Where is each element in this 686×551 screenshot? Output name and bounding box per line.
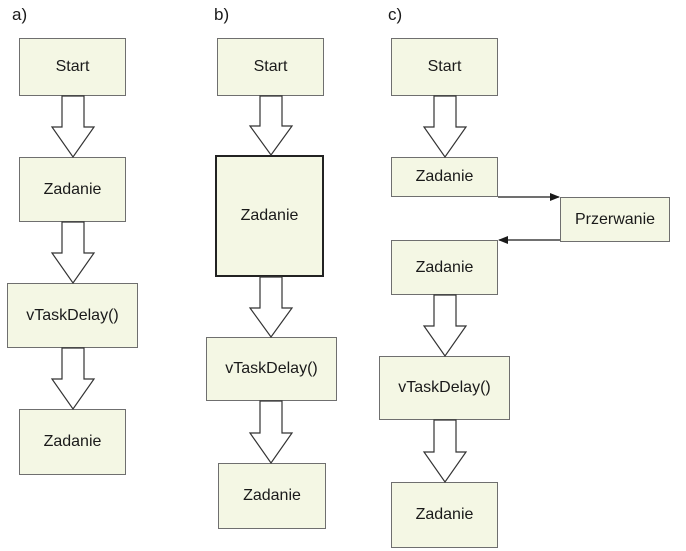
panel-b-label: b) xyxy=(214,5,230,24)
panel-c-taskdelay-box: vTaskDelay() xyxy=(379,356,510,420)
panel-a-task-box: Zadanie xyxy=(19,157,126,222)
panel-c-label: c) xyxy=(388,5,403,24)
panel-c-task-after-box: Zadanie xyxy=(391,482,498,548)
panel-a-arrow-1 xyxy=(50,95,96,159)
panel-c-task-box: Zadanie xyxy=(391,157,498,197)
panel-a-taskdelay-box: vTaskDelay() xyxy=(7,283,138,348)
panel-b-task-box: Zadanie xyxy=(215,155,324,277)
panel-b-arrow-1 xyxy=(248,95,294,157)
panel-c-arrow-1 xyxy=(422,95,468,159)
panel-b-start-box: Start xyxy=(217,38,324,96)
panel-a-label: a) xyxy=(12,5,28,24)
panel-b-arrow-2 xyxy=(248,276,294,339)
panel-c-arrow-3 xyxy=(422,419,468,484)
panel-b-arrow-3 xyxy=(248,400,294,465)
panel-c-arrow-2 xyxy=(422,294,468,358)
panel-a-arrow-2 xyxy=(50,221,96,285)
panel-b-task-after-box: Zadanie xyxy=(218,463,326,529)
panel-a-task-after-box: Zadanie xyxy=(19,409,126,475)
panel-a-arrow-3 xyxy=(50,347,96,411)
panel-c-interrupt-box: Przerwanie xyxy=(560,197,670,242)
panel-c-task-resumed-box: Zadanie xyxy=(391,240,498,295)
panel-c-start-box: Start xyxy=(391,38,498,96)
panel-a-start-box: Start xyxy=(19,38,126,96)
